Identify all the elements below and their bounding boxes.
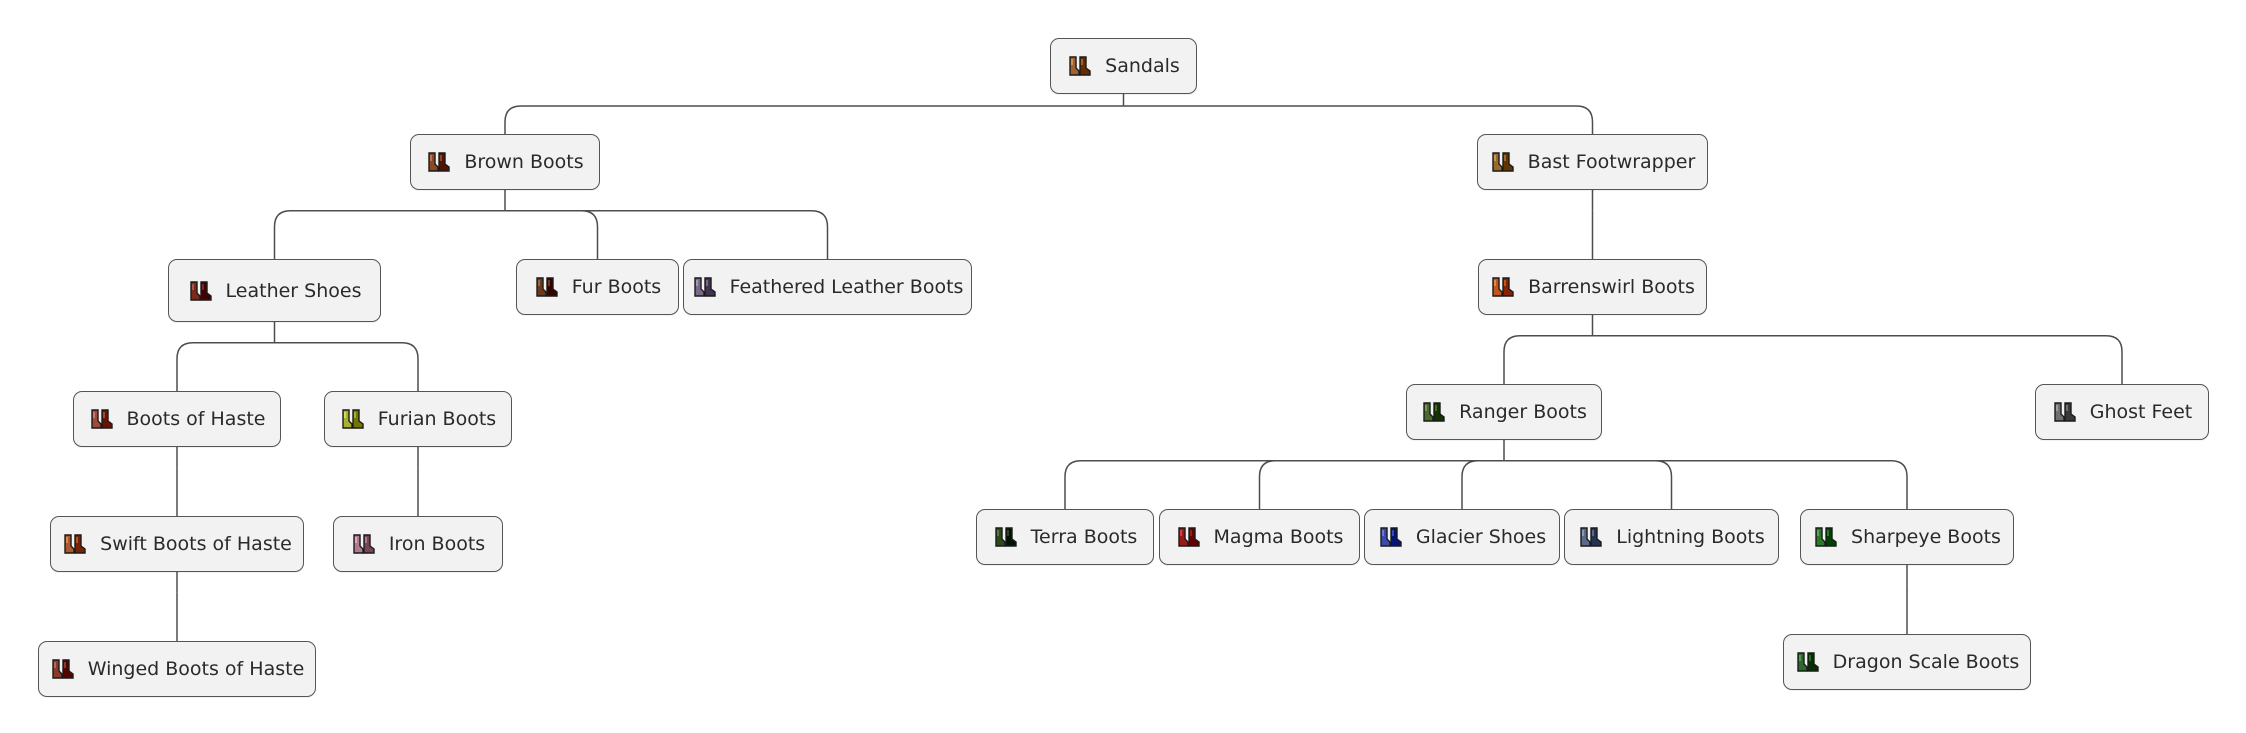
connector-line bbox=[505, 209, 829, 259]
feathered-leather-boots-icon bbox=[692, 274, 718, 300]
winged-boots-of-haste-icon bbox=[50, 656, 76, 682]
node-fur-boots[interactable]: Fur Boots bbox=[516, 259, 679, 315]
ranger-boots-icon bbox=[1421, 399, 1447, 425]
boots-of-haste-icon bbox=[89, 406, 115, 432]
leather-shoes-icon bbox=[188, 278, 214, 304]
node-glacier-shoes[interactable]: Glacier Shoes bbox=[1364, 509, 1560, 565]
node-swift-boots-of-haste[interactable]: Swift Boots of Haste bbox=[50, 516, 304, 572]
node-ranger-boots[interactable]: Ranger Boots bbox=[1406, 384, 1602, 440]
node-sandals[interactable]: Sandals bbox=[1050, 38, 1197, 94]
connector-line bbox=[1258, 459, 1504, 509]
node-label: Brown Boots bbox=[464, 151, 584, 173]
node-label: Feathered Leather Boots bbox=[729, 276, 964, 298]
ghost-feet-icon bbox=[2052, 399, 2078, 425]
node-label: Ghost Feet bbox=[2089, 401, 2193, 423]
node-feathered-leather-boots[interactable]: Feathered Leather Boots bbox=[683, 259, 972, 315]
barrenswirl-boots-icon bbox=[1490, 274, 1516, 300]
node-label: Sandals bbox=[1105, 55, 1180, 77]
node-label: Terra Boots bbox=[1030, 526, 1138, 548]
connector-line bbox=[1504, 459, 1908, 509]
sharpeye-boots-icon bbox=[1813, 524, 1839, 550]
node-label: Barrenswirl Boots bbox=[1528, 276, 1695, 298]
iron-boots-icon bbox=[351, 531, 377, 557]
magma-boots-icon bbox=[1176, 524, 1202, 550]
node-label: Furian Boots bbox=[377, 408, 497, 430]
bast-footwrapper-icon bbox=[1490, 149, 1516, 175]
node-magma-boots[interactable]: Magma Boots bbox=[1159, 509, 1360, 565]
brown-boots-icon bbox=[426, 149, 452, 175]
node-label: Dragon Scale Boots bbox=[1832, 651, 2020, 673]
node-bast-footwrapper[interactable]: Bast Footwrapper bbox=[1477, 134, 1708, 190]
terra-boots-icon bbox=[993, 524, 1019, 550]
connector-line bbox=[505, 209, 599, 259]
node-label: Magma Boots bbox=[1213, 526, 1344, 548]
node-ghost-feet[interactable]: Ghost Feet bbox=[2035, 384, 2209, 440]
node-label: Ranger Boots bbox=[1459, 401, 1587, 423]
node-label: Fur Boots bbox=[571, 276, 662, 298]
connector-line bbox=[1064, 459, 1504, 509]
node-iron-boots[interactable]: Iron Boots bbox=[333, 516, 503, 572]
connector-line bbox=[176, 341, 275, 391]
connector-line bbox=[1503, 334, 1593, 384]
connector-line bbox=[1461, 459, 1504, 509]
node-terra-boots[interactable]: Terra Boots bbox=[976, 509, 1154, 565]
node-label: Lightning Boots bbox=[1616, 526, 1765, 548]
node-dragon-scale-boots[interactable]: Dragon Scale Boots bbox=[1783, 634, 2031, 690]
connector-line bbox=[274, 341, 419, 391]
glacier-shoes-icon bbox=[1378, 524, 1404, 550]
node-sharpeye-boots[interactable]: Sharpeye Boots bbox=[1800, 509, 2014, 565]
node-label: Winged Boots of Haste bbox=[87, 658, 305, 680]
node-winged-boots-of-haste[interactable]: Winged Boots of Haste bbox=[38, 641, 316, 697]
connector-line bbox=[1592, 334, 2123, 384]
node-label: Bast Footwrapper bbox=[1527, 151, 1696, 173]
connector-line bbox=[504, 105, 1124, 134]
node-label: Leather Shoes bbox=[225, 279, 362, 302]
node-leather-shoes[interactable]: Leather Shoes bbox=[168, 259, 381, 322]
node-label: Glacier Shoes bbox=[1415, 526, 1547, 548]
node-furian-boots[interactable]: Furian Boots bbox=[324, 391, 512, 447]
node-label: Iron Boots bbox=[388, 533, 486, 555]
node-label: Swift Boots of Haste bbox=[100, 533, 292, 555]
node-boots-of-haste[interactable]: Boots of Haste bbox=[73, 391, 281, 447]
fur-boots-icon bbox=[534, 274, 560, 300]
node-lightning-boots[interactable]: Lightning Boots bbox=[1564, 509, 1779, 565]
dragon-scale-boots-icon bbox=[1795, 649, 1821, 675]
sandals-icon bbox=[1067, 53, 1093, 79]
swift-boots-of-haste-icon bbox=[62, 531, 88, 557]
connector-line bbox=[1123, 105, 1594, 134]
lightning-boots-icon bbox=[1578, 524, 1604, 550]
connector-line bbox=[273, 209, 505, 259]
node-brown-boots[interactable]: Brown Boots bbox=[410, 134, 600, 190]
furian-boots-icon bbox=[340, 406, 366, 432]
node-barrenswirl-boots[interactable]: Barrenswirl Boots bbox=[1478, 259, 1707, 315]
node-label: Sharpeye Boots bbox=[1851, 526, 2001, 548]
node-label: Boots of Haste bbox=[126, 408, 266, 430]
connector-line bbox=[1504, 459, 1673, 509]
